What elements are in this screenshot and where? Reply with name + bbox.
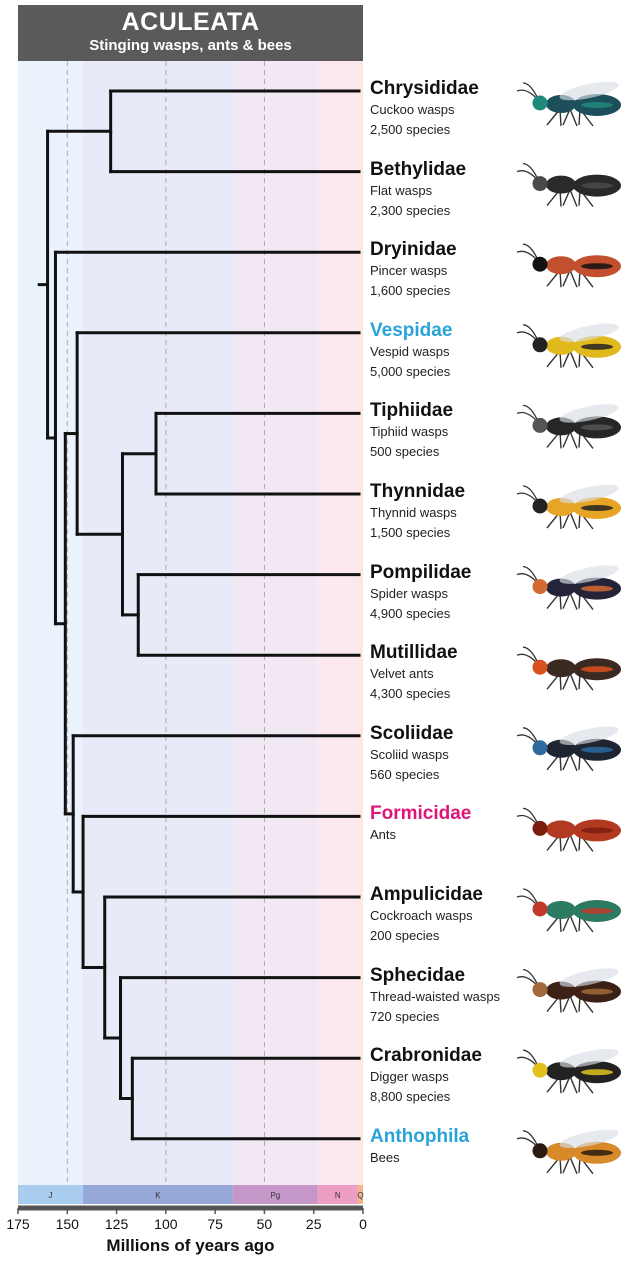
taxon-name: Tiphiidae: [370, 400, 540, 422]
taxon-name: Anthophila: [370, 1126, 540, 1148]
taxon-species-count: 560 species: [370, 765, 540, 785]
taxon-name: Dryinidae: [370, 239, 540, 261]
taxon-common-name: Velvet ants: [370, 664, 540, 684]
taxon-common-name: Spider wasps: [370, 584, 540, 604]
period-label-n: N: [335, 1191, 341, 1200]
taxon-name: Vespidae: [370, 320, 540, 342]
period-label-pg: Pg: [270, 1191, 280, 1200]
taxon-name: Sphecidae: [370, 965, 540, 987]
taxon-name: Ampulicidae: [370, 884, 540, 906]
taxon-species-count: 1,500 species: [370, 523, 540, 543]
taxon-name: Formicidae: [370, 803, 540, 825]
taxon-common-name: Ants: [370, 825, 540, 845]
x-tick-label-150: 150: [56, 1216, 80, 1232]
title-banner: ACULEATA Stinging wasps, ants & bees: [18, 5, 363, 61]
taxon-common-name: Tiphiid wasps: [370, 422, 540, 442]
taxon-species-count: 4,900 species: [370, 604, 540, 624]
taxon-species-count: 2,300 species: [370, 201, 540, 221]
x-tick-label-75: 75: [207, 1216, 223, 1232]
x-tick-label-100: 100: [154, 1216, 178, 1232]
period-label-j: J: [49, 1191, 53, 1200]
taxon-species-count: 200 species: [370, 926, 540, 946]
taxon-common-name: Bees: [370, 1148, 540, 1168]
taxon-name: Thynnidae: [370, 481, 540, 503]
taxon-species-count: 2,500 species: [370, 120, 540, 140]
taxon-species-count: 1,600 species: [370, 281, 540, 301]
taxon-species-count: 8,800 species: [370, 1087, 540, 1107]
taxon-name: Scoliidae: [370, 723, 540, 745]
taxon-name: Pompilidae: [370, 562, 540, 584]
x-tick-label-0: 0: [359, 1216, 367, 1232]
x-tick-label-25: 25: [306, 1216, 322, 1232]
taxon-species-count: 500 species: [370, 442, 540, 462]
taxon-common-name: Pincer wasps: [370, 261, 540, 281]
figure-title: ACULEATA: [18, 8, 363, 36]
taxon-species-count: 4,300 species: [370, 684, 540, 704]
period-band-q: [358, 61, 363, 1185]
taxon-common-name: Vespid wasps: [370, 342, 540, 362]
taxon-common-name: Thynnid wasps: [370, 503, 540, 523]
taxon-common-name: Flat wasps: [370, 181, 540, 201]
taxon-common-name: Cuckoo wasps: [370, 100, 540, 120]
x-axis-label: Millions of years ago: [18, 1236, 363, 1256]
period-band-j: [18, 61, 83, 1185]
figure-subtitle: Stinging wasps, ants & bees: [18, 37, 363, 55]
period-band-n: [318, 61, 358, 1185]
taxon-common-name: Thread-waisted wasps: [370, 987, 540, 1007]
taxon-name: Bethylidae: [370, 159, 540, 181]
x-tick-label-175: 175: [6, 1216, 30, 1232]
taxon-name: Crabronidae: [370, 1045, 540, 1067]
taxon-name: Mutillidae: [370, 642, 540, 664]
x-tick-label-125: 125: [105, 1216, 129, 1232]
period-label-k: K: [155, 1191, 161, 1200]
taxon-species-count: 5,000 species: [370, 362, 540, 382]
taxon-species-count: 720 species: [370, 1007, 540, 1027]
taxon-common-name: Cockroach wasps: [370, 906, 540, 926]
x-tick-label-50: 50: [257, 1216, 273, 1232]
taxon-common-name: Scoliid wasps: [370, 745, 540, 765]
taxon-common-name: Digger wasps: [370, 1067, 540, 1087]
period-band-pg: [233, 61, 318, 1185]
period-label-q: Q: [357, 1191, 363, 1200]
taxon-name: Chrysididae: [370, 78, 540, 100]
